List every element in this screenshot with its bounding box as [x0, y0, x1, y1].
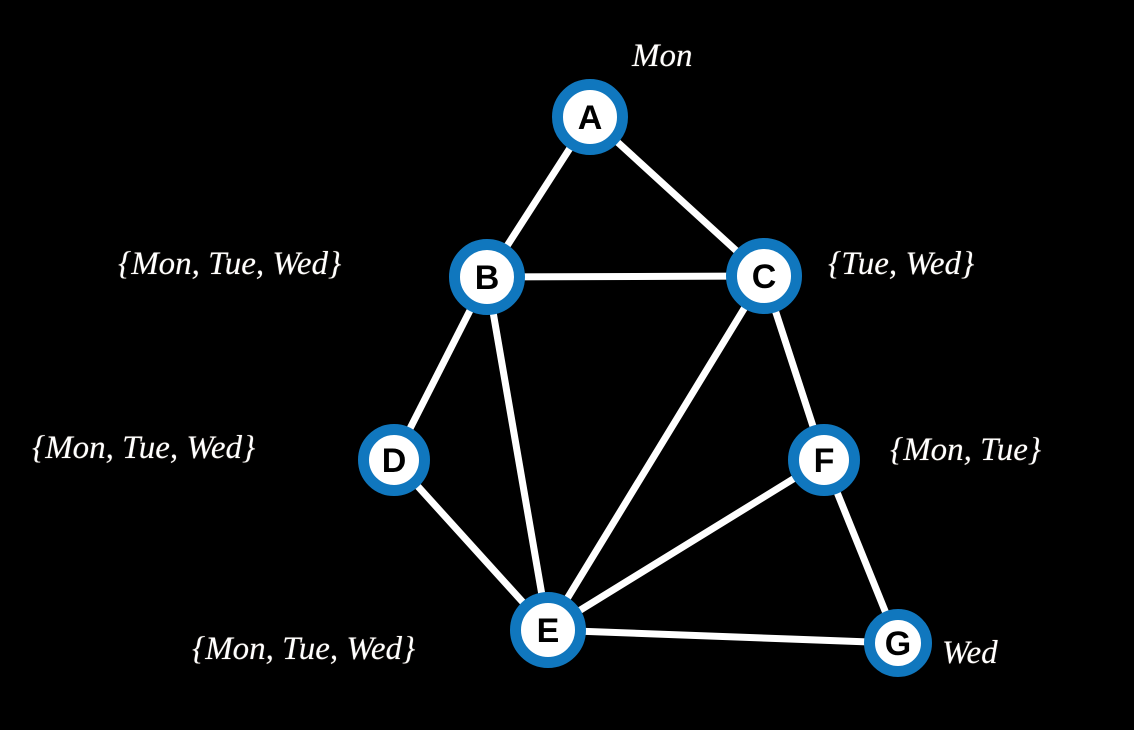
graph-edge-c-e: [545, 274, 767, 632]
graph-node-f[interactable]: F: [788, 424, 860, 496]
domain-label-f: {Mon, Tue}: [890, 432, 1042, 468]
graph-edge-a-c: [587, 114, 767, 279]
node-letter-e: E: [537, 612, 560, 650]
node-circle-f: [788, 424, 860, 496]
node-circle-a: [552, 79, 628, 155]
node-letter-a: A: [578, 99, 603, 137]
node-letter-b: B: [475, 259, 500, 297]
node-letter-f: F: [814, 442, 835, 480]
graph-edge-b-e: [483, 276, 552, 631]
node-circle-c: [726, 238, 802, 314]
graph-node-d[interactable]: D: [358, 424, 430, 496]
graph-node-c[interactable]: C: [726, 238, 802, 314]
graph-edge-e-f: [546, 457, 826, 633]
graph-node-b[interactable]: B: [449, 239, 525, 315]
node-circle-b: [449, 239, 525, 315]
domain-label-a: Mon: [632, 38, 693, 74]
domain-label-e: {Mon, Tue, Wed}: [192, 631, 416, 667]
graph-node-e[interactable]: E: [510, 592, 586, 668]
domain-label-d: {Mon, Tue, Wed}: [32, 430, 256, 466]
domain-label-b: {Mon, Tue, Wed}: [118, 246, 342, 282]
graph-edge-e-g: [547, 626, 899, 647]
node-circle-d: [358, 424, 430, 496]
nodes-group: A B C D E F G: [358, 79, 932, 677]
node-circle-e: [510, 592, 586, 668]
node-letter-d: D: [382, 442, 407, 480]
node-circle-g: [864, 609, 932, 677]
graph-edge-b-c: [486, 272, 765, 281]
node-letter-g: G: [885, 625, 911, 663]
graph-node-a[interactable]: A: [552, 79, 628, 155]
graph-edge-d-e: [391, 457, 551, 633]
domain-label-g: Wed: [942, 635, 998, 671]
node-letter-c: C: [752, 258, 777, 296]
domain-label-c: {Tue, Wed}: [828, 246, 975, 282]
graph-node-g[interactable]: G: [864, 609, 932, 677]
edges-group: [390, 114, 902, 647]
